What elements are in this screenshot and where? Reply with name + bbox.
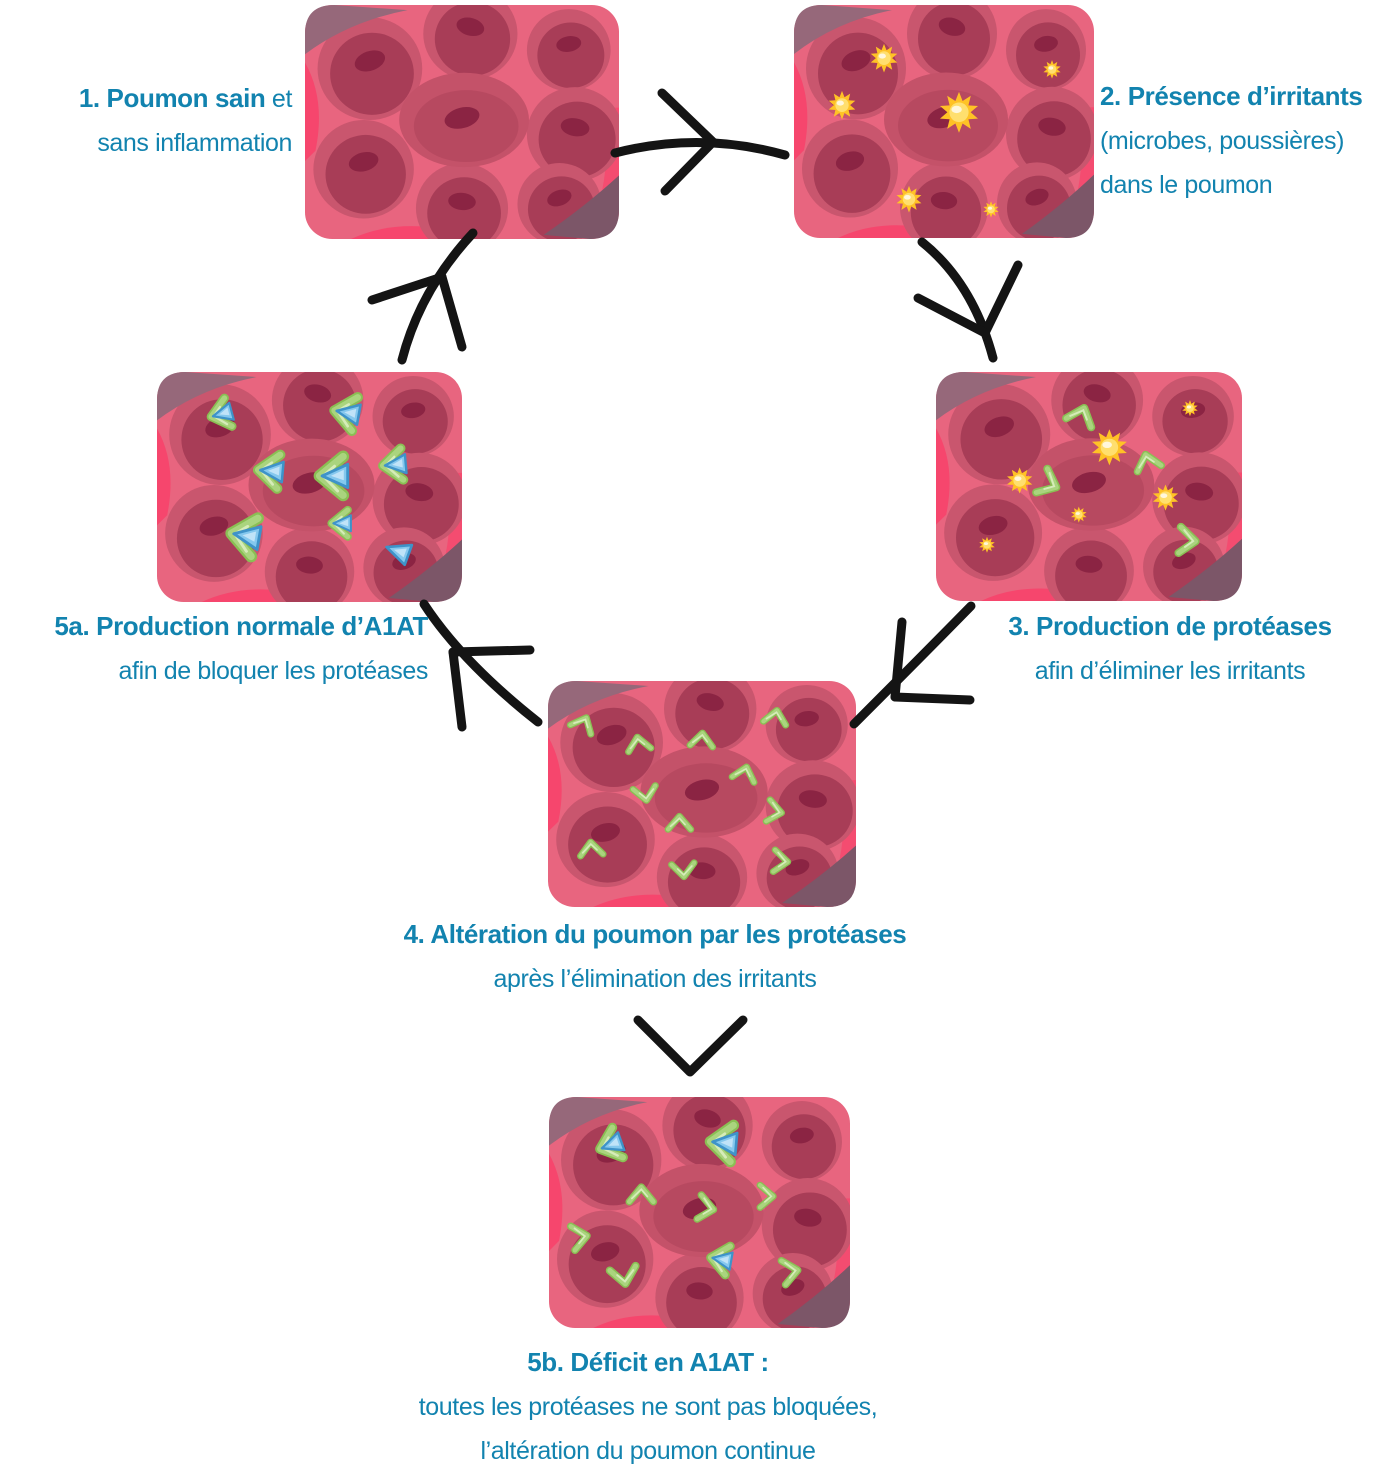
caption-step-3: 3. Production de protéases afin d’élimin… xyxy=(960,604,1380,693)
caption-step-5a-line-1: 5a. Production normale d’A1AT xyxy=(0,604,428,649)
caption-step-3-line-1: 3. Production de protéases xyxy=(960,604,1380,649)
caption-step-2-line-1: 2. Présence d’irritants xyxy=(1100,74,1396,119)
caption-step-5b-line-1: 5b. Déficit en A1AT : xyxy=(298,1340,998,1385)
tissue-step-5b xyxy=(549,1097,850,1328)
arrow-step5a-to-step1 xyxy=(367,228,478,365)
caption-step-3-title: 3. Production de protéases xyxy=(1008,611,1332,641)
tissue-step-1 xyxy=(305,5,619,239)
caption-step-3-line-2: afin d’éliminer les irritants xyxy=(1034,657,1306,685)
tissue-step-4 xyxy=(548,681,856,907)
caption-step-5a-title: 5a. Production normale d’A1AT xyxy=(54,611,428,641)
tissue-step-5a xyxy=(157,372,462,602)
arrow-step3-to-step4 xyxy=(849,601,976,729)
caption-step-5b-line-2: toutes les protéases ne sont pas bloquée… xyxy=(418,1393,878,1421)
caption-step-5a: 5a. Production normale d’A1AT afin de bl… xyxy=(0,604,428,693)
arrow-step4-to-step5b xyxy=(633,1015,748,1077)
caption-step-4: 4. Altération du poumon par les protéase… xyxy=(305,912,1005,1001)
caption-step-2-line-2: (microbes, poussières) xyxy=(1100,127,1345,155)
caption-step-1-suffix: et xyxy=(265,85,292,113)
tissue-step-2 xyxy=(794,5,1094,238)
caption-step-5a-line-2: afin de bloquer les protéases xyxy=(118,657,429,685)
caption-step-5b: 5b. Déficit en A1AT : toutes les protéas… xyxy=(298,1340,998,1473)
caption-step-1-line-1: 1. Poumon sain et xyxy=(10,76,293,121)
caption-step-5b-title: 5b. Déficit en A1AT : xyxy=(527,1347,769,1377)
arrow-step4-to-step5a xyxy=(419,599,543,732)
arrow-step1-to-step2 xyxy=(610,88,790,196)
tissue-step-3 xyxy=(936,372,1242,601)
arrow-step2-to-step3 xyxy=(913,237,1023,363)
caption-step-4-title: 4. Altération du poumon par les protéase… xyxy=(403,919,907,949)
caption-step-1-line-2: sans inflammation xyxy=(97,129,292,157)
caption-step-2-title: 2. Présence d’irritants xyxy=(1100,81,1363,111)
caption-step-1-title: 1. Poumon sain xyxy=(78,83,266,113)
caption-step-4-line-2: après l’élimination des irritants xyxy=(493,965,817,993)
caption-step-1: 1. Poumon sain et sans inflammation xyxy=(10,76,293,165)
caption-step-4-line-1: 4. Altération du poumon par les protéase… xyxy=(305,912,1005,957)
caption-step-2: 2. Présence d’irritants (microbes, pouss… xyxy=(1100,74,1396,207)
caption-step-5b-line-3: l’altération du poumon continue xyxy=(480,1437,816,1465)
caption-step-2-line-3: dans le poumon xyxy=(1100,171,1273,199)
